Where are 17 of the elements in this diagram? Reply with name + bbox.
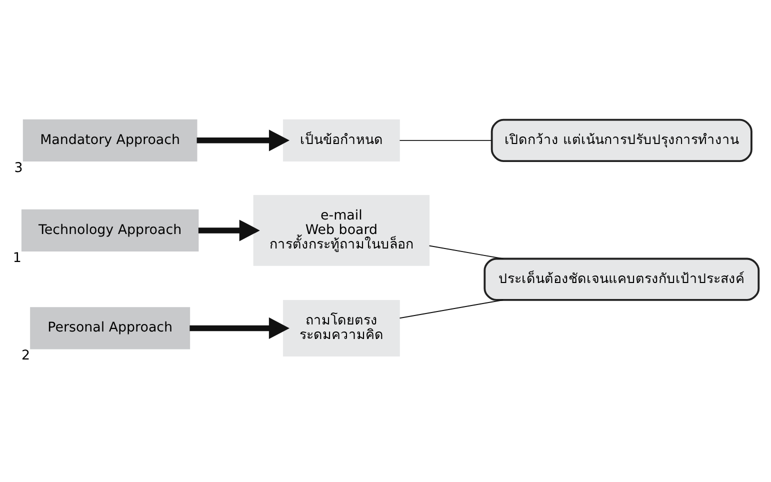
node-box: Personal Approach (30, 306, 190, 349)
node-box: e-mail Web board การตั้งกระทู้ถามในบล็อก (253, 194, 430, 266)
node-label: 1 (12, 250, 22, 266)
connector (399, 139, 492, 140)
node-box: Mandatory Approach (22, 118, 198, 161)
node-box: Technology Approach (21, 208, 199, 252)
node-label: 3 (14, 160, 23, 176)
node-label: 2 (22, 348, 30, 364)
node-box: เปิดกว้าง แต่เน้นการปรับปรุงการทำงาน (490, 118, 752, 162)
connector (428, 244, 504, 259)
connector (399, 299, 504, 318)
node-box: ถามโดยตรง ระดมความคิด (283, 299, 400, 356)
arrow (196, 129, 290, 151)
node-box: เป็นข้อกำหนด (283, 118, 400, 161)
arrow (190, 316, 290, 338)
node-box: ประเด็นต้องชัดเจนแคบตรงกับเป้าประสงค์ (484, 257, 760, 300)
arrow (198, 219, 260, 241)
